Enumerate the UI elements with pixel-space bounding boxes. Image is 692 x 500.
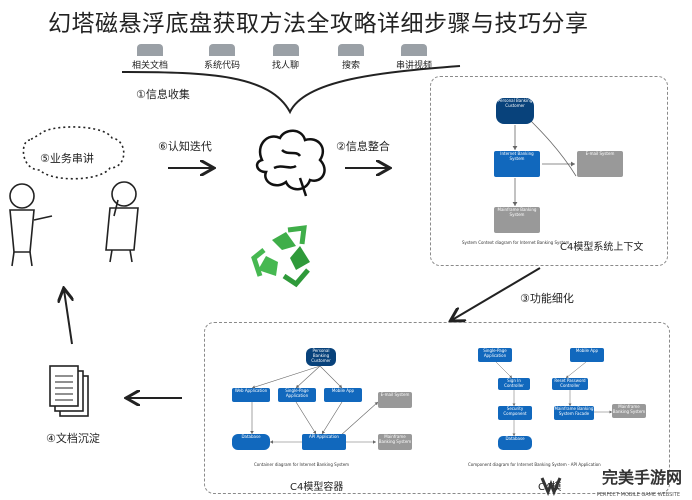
context-caption: System Context diagram for Internet Bank… xyxy=(462,240,570,245)
component-mainframe-facade-node: Mainframe Banking System Facade xyxy=(554,406,594,420)
recycle-icon xyxy=(251,225,310,288)
context-diagram-label: C4模型系统上下文 xyxy=(560,242,644,253)
component-caption: Component diagram for Internet Banking S… xyxy=(468,462,601,467)
people-discussion-icon xyxy=(9,126,139,267)
toolbar-search-label: 搜索 xyxy=(341,61,360,71)
step-2-label: ②信息整合 xyxy=(336,140,390,153)
watermark-subtext: PERFECT MOBILE GAME WEBSITE xyxy=(596,492,680,498)
video-icon xyxy=(401,44,427,56)
context-ibs-node: Internet Banking System xyxy=(494,151,540,177)
page-title: 幻塔磁悬浮底盘获取方法全攻略详细步骤与技巧分享 xyxy=(48,11,589,37)
brain-icon xyxy=(255,129,326,197)
toolbar-video-label: 串讲视频 xyxy=(396,61,433,71)
container-customer-node: Personal Banking Customer xyxy=(306,348,336,366)
toolbar-code[interactable]: 系统代码 xyxy=(204,44,240,71)
context-mainframe-node: Mainframe Banking System xyxy=(494,207,540,233)
step-5-label: ⑤业务串讲 xyxy=(40,152,94,165)
component-reset-node: Reset Password Controller xyxy=(552,378,588,390)
toolbar-docs-label: 相关文档 xyxy=(132,61,169,71)
component-mainframe-node: Mainframe Banking System xyxy=(612,404,646,418)
watermark-logo-icon xyxy=(540,474,562,497)
step-6-label: ⑥认知迭代 xyxy=(158,140,212,153)
context-diagram-frame xyxy=(430,76,668,266)
arrow-refine xyxy=(452,267,541,320)
container-mainframe-node: Mainframe Banking System xyxy=(378,434,412,450)
toolbar-video[interactable]: 串讲视频 xyxy=(396,44,432,71)
document-icon xyxy=(137,44,163,56)
step-1-label: ①信息收集 xyxy=(136,88,190,101)
step-3-label: ③功能细化 xyxy=(520,292,574,305)
component-security-node: Security Component xyxy=(498,406,532,420)
component-spa-node: Single-Page Application xyxy=(478,348,512,362)
context-customer-node: Personal Banking Customer xyxy=(496,98,534,124)
code-icon xyxy=(209,44,235,56)
arrow-to-people xyxy=(64,290,72,345)
component-database-node: Database xyxy=(498,436,532,450)
container-caption: Container diagram for Internet Banking S… xyxy=(254,462,350,467)
toolbar-person-label: 找人聊 xyxy=(272,61,300,71)
component-signin-node: Sign In Controller xyxy=(498,378,530,390)
container-diagram-frame xyxy=(204,322,670,494)
container-diagram-label: C4模型容器 xyxy=(290,482,344,493)
toolbar-code-label: 系统代码 xyxy=(204,61,241,71)
toolbar-search[interactable]: 搜索 xyxy=(338,44,364,71)
container-web-node: Web Application xyxy=(232,388,270,402)
collection-funnel-curve xyxy=(121,65,461,115)
container-email-node: E-mail System xyxy=(378,392,412,408)
container-spa-node: Single-Page Application xyxy=(278,388,316,402)
document-stack-icon xyxy=(49,365,89,417)
toolbar-docs[interactable]: 相关文档 xyxy=(132,44,168,71)
search-icon xyxy=(338,44,364,56)
watermark-text: 完美手游网 xyxy=(601,468,682,487)
person-icon xyxy=(272,44,299,56)
context-email-node: E-mail System xyxy=(577,151,623,177)
container-db-node: Database xyxy=(232,434,270,450)
step-4-label: ④文档沉淀 xyxy=(46,432,100,445)
component-mobile-node: Mobile App xyxy=(570,348,604,362)
container-api-node: API Application xyxy=(302,434,346,450)
toolbar-person[interactable]: 找人聊 xyxy=(272,44,299,71)
container-mobile-node: Mobile App xyxy=(324,388,362,402)
